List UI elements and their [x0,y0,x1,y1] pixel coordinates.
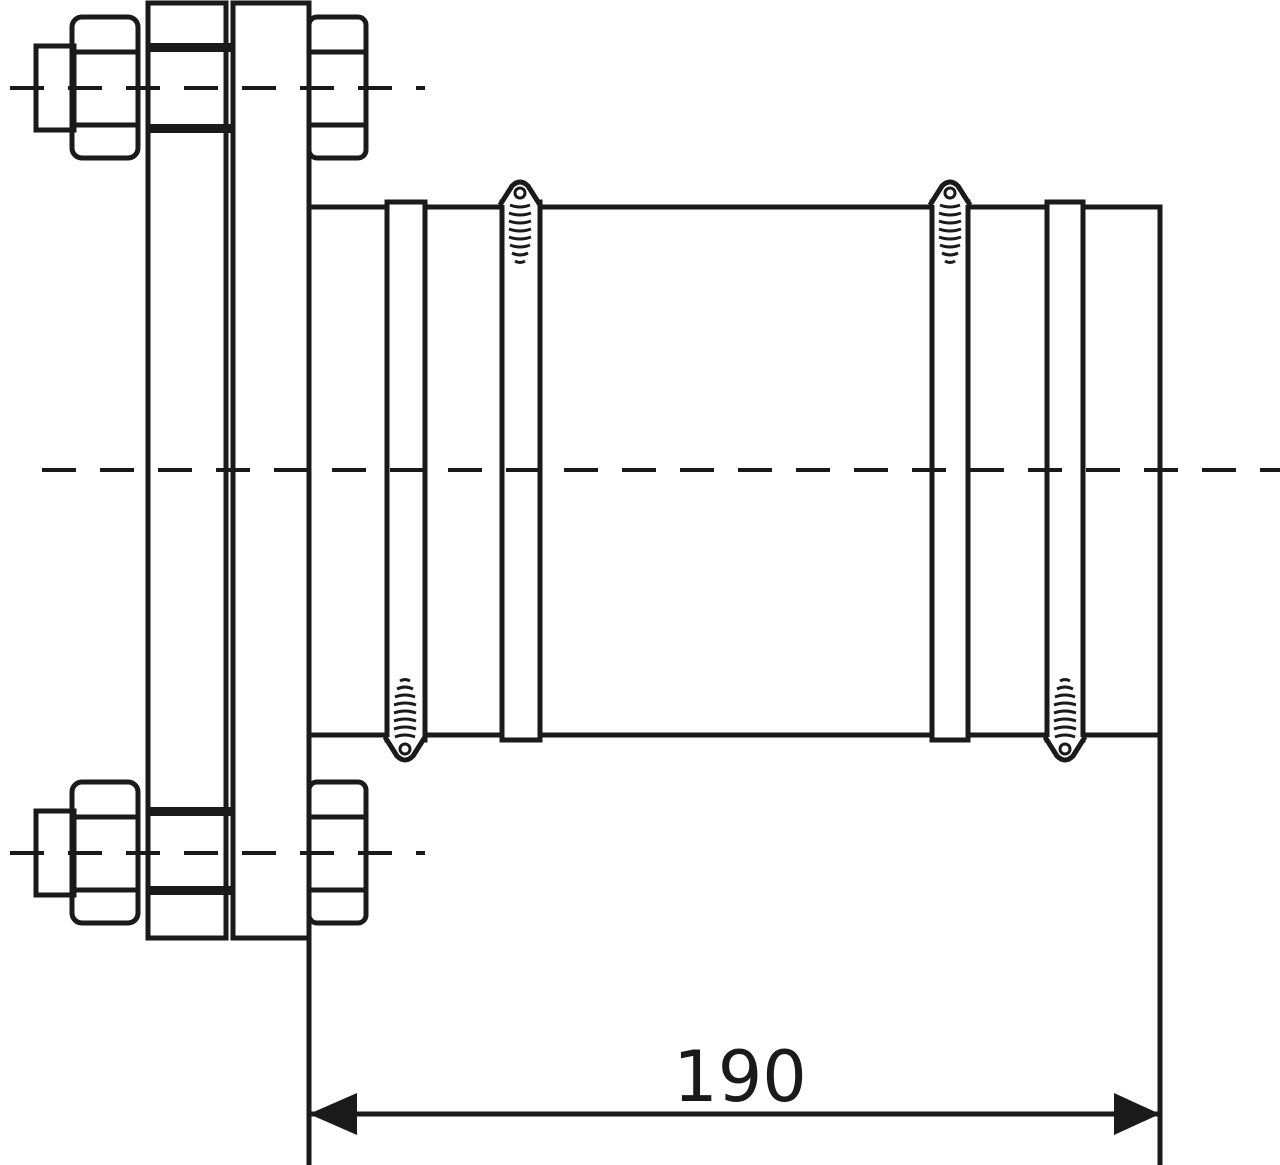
clamp-screw-top [927,179,973,264]
bolt-top [10,14,425,161]
dimension-190: 190 [306,735,1163,1165]
clamp-screw-top [497,179,543,264]
clamp-screw-bottom [1042,678,1088,763]
dimension-label: 190 [673,1036,807,1118]
arrowhead-left [309,1093,357,1135]
bolt-bottom [10,779,425,926]
arrowhead-right [1114,1093,1160,1135]
clamp-screw-bottom [382,678,428,763]
